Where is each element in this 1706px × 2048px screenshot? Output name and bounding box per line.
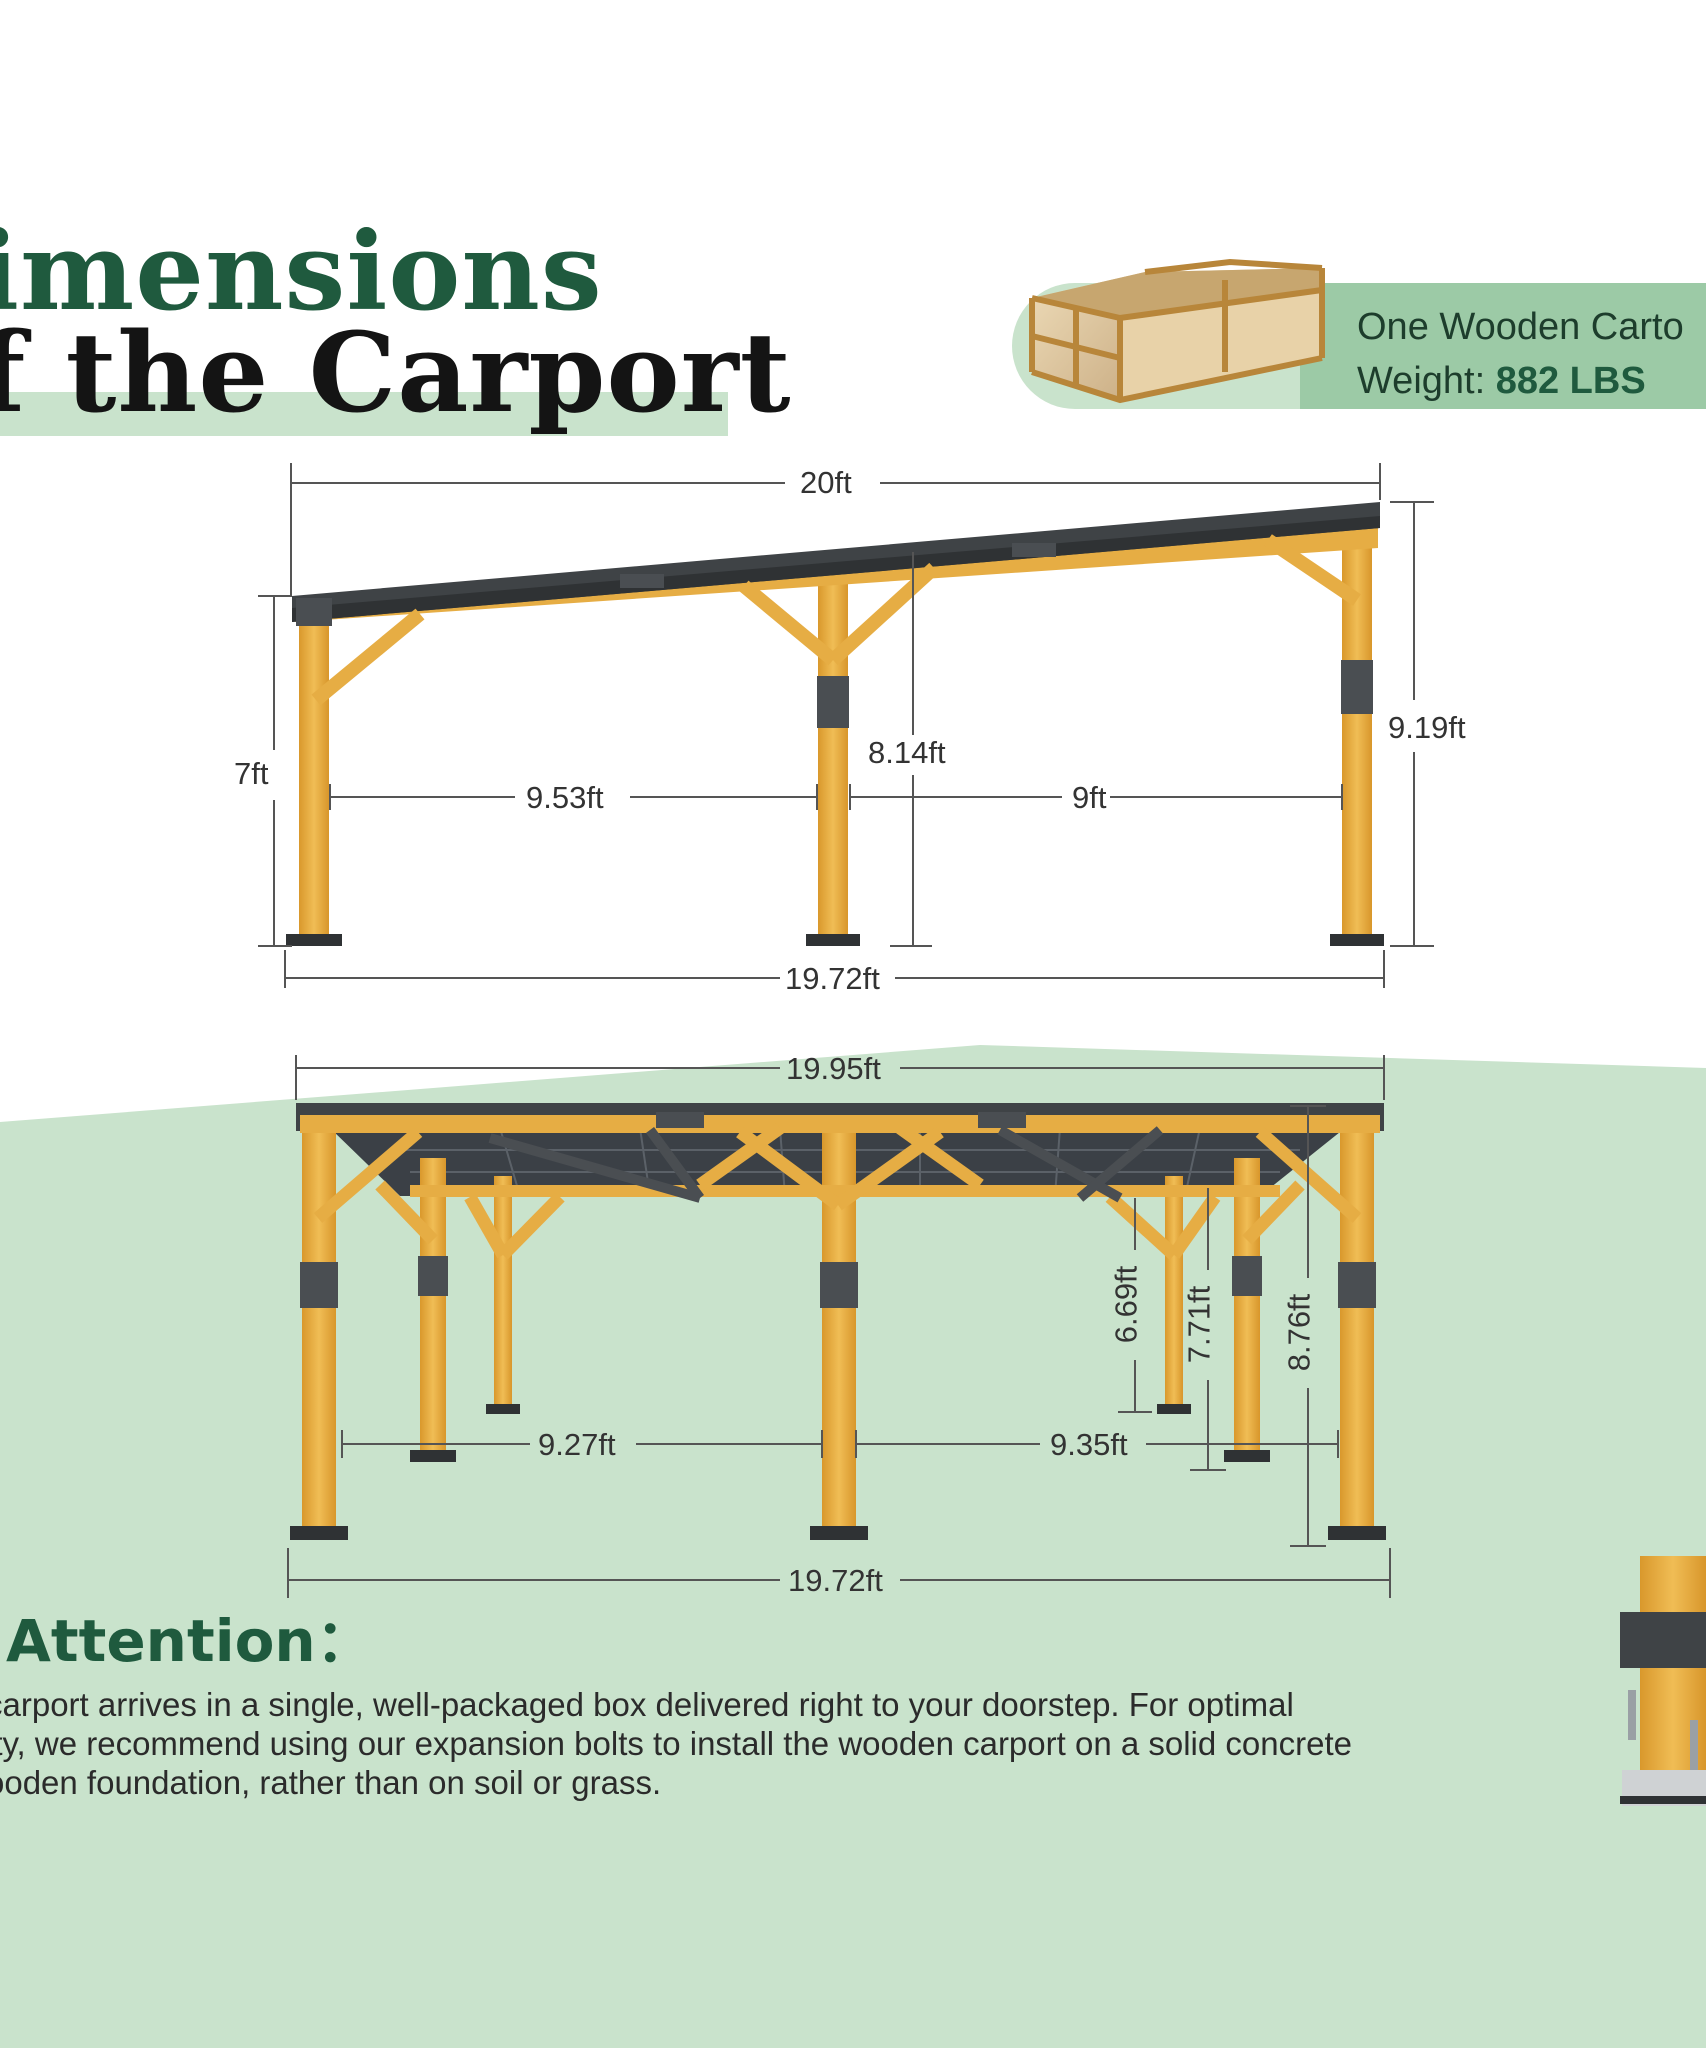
- post-base-detail-image: [1620, 1556, 1706, 1806]
- side-top-width-label: 20ft: [800, 465, 852, 500]
- attention-text-line-3: ooden foundation, rather than on soil or…: [0, 1764, 662, 1801]
- front-view-dimension-lines: [287, 1055, 1391, 1598]
- front-height-front-label: 8.76ft: [1281, 1293, 1317, 1372]
- carton-info: One Wooden Carto Weight: 882 LBS: [1357, 300, 1684, 408]
- front-right-span-label: 9.35ft: [1050, 1427, 1128, 1462]
- page-title-line-2: f the Carport: [0, 308, 792, 437]
- carton-weight-value: 882 LBS: [1495, 360, 1646, 402]
- side-view-carport: [286, 502, 1384, 946]
- front-height-mid-label: 7.71ft: [1181, 1285, 1217, 1364]
- side-left-span-label: 9.53ft: [526, 780, 604, 815]
- carton-weight: Weight: 882 LBS: [1357, 354, 1684, 408]
- title-highlight-band: [0, 392, 728, 436]
- side-left-height-label: 7ft: [234, 756, 269, 791]
- carton-box-icon: [1029, 258, 1325, 404]
- front-bottom-width-label: 19.72ft: [788, 1563, 883, 1598]
- front-top-width-label: 19.95ft: [786, 1051, 881, 1086]
- side-right-height-label: 9.19ft: [1388, 710, 1466, 745]
- attention-text-line-2: ity, we recommend using our expansion bo…: [0, 1725, 1352, 1762]
- front-height-back-label: 6.69ft: [1108, 1265, 1144, 1344]
- side-middle-height-label: 8.14ft: [868, 735, 946, 770]
- page-title-line-1: imensions: [0, 209, 603, 335]
- attention-heading: Attention：: [6, 1607, 374, 1675]
- side-bottom-width-label: 19.72ft: [785, 961, 880, 996]
- carton-label: One Wooden Carto: [1357, 306, 1684, 348]
- front-left-span-label: 9.27ft: [538, 1427, 616, 1462]
- side-view-dimension-lines: [258, 463, 1434, 988]
- attention-text-line-1: carport arrives in a single, well-packag…: [0, 1686, 1294, 1723]
- side-right-span-label: 9ft: [1072, 780, 1107, 815]
- carton-weight-label: Weight:: [1357, 360, 1496, 402]
